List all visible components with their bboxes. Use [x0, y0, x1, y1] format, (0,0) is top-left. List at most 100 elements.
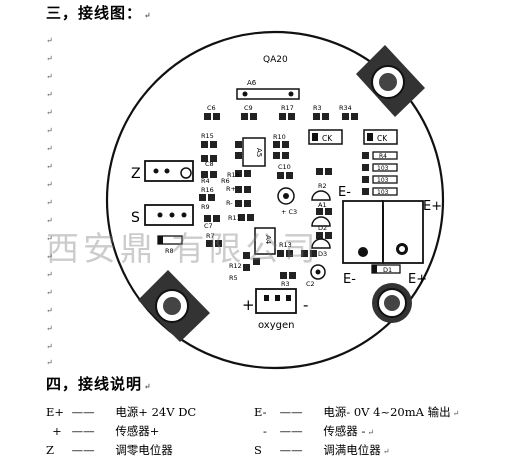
return-mark: ↵	[46, 342, 53, 351]
section-4-title-text: 四，接线说明	[46, 375, 143, 393]
wiring-row: + —— 传感器+	[46, 423, 159, 439]
return-mark: ↵	[144, 10, 152, 20]
return-mark: ↵	[46, 270, 53, 279]
wiring-row: S —— 调满电位器↵	[254, 442, 390, 458]
model-label: QA20	[263, 55, 288, 65]
label-r12: R12	[229, 262, 242, 270]
return-mark: ↵	[46, 216, 53, 225]
label-r10: R10	[273, 133, 286, 141]
mount-hole-top-right	[356, 45, 425, 117]
s-terminal	[144, 204, 194, 226]
label-e-minus-bottom: E-	[343, 272, 356, 287]
wiring-dash: ——	[279, 443, 303, 457]
label-e-minus-top: E-	[338, 185, 351, 200]
return-mark: ↵	[46, 162, 53, 171]
return-mark: ↵	[46, 358, 53, 367]
label-r18: R18	[227, 171, 240, 179]
wiring-desc: 传感器 -	[323, 424, 366, 438]
label-r34: R34	[339, 104, 352, 112]
return-mark: ↵	[144, 381, 152, 391]
label-s: S	[131, 210, 140, 226]
label-oxygen: oxygen	[258, 320, 294, 331]
wiring-dash: ——	[279, 405, 303, 419]
label-r11: R11	[228, 214, 241, 222]
label-minus: -	[303, 296, 308, 314]
label-r8: R8	[165, 247, 174, 255]
return-mark: ↵	[46, 324, 53, 333]
label-c3: + C3	[281, 208, 297, 216]
wiring-key: E-	[254, 405, 267, 419]
return-mark: ↵	[452, 409, 460, 418]
label-103b: 103	[377, 177, 389, 184]
board-outline	[105, 30, 445, 370]
wiring-key: Z	[46, 443, 54, 457]
label-r4-top: R4	[379, 153, 387, 160]
return-mark: ↵	[46, 180, 53, 189]
wiring-key: E+	[46, 405, 65, 419]
wiring-desc: 调零电位器	[115, 443, 173, 457]
label-a5: A5	[255, 148, 263, 157]
return-mark: ↵	[46, 288, 53, 297]
label-plus: +	[242, 296, 255, 314]
label-z: Z	[131, 166, 141, 182]
label-ck1: CK	[322, 134, 333, 143]
return-mark: ↵	[46, 234, 53, 243]
label-r7: R7	[206, 232, 215, 240]
label-e-plus-bottom: E+	[408, 272, 427, 287]
label-a6: A6	[247, 79, 257, 87]
label-rplus: R+	[226, 185, 236, 193]
label-r13: R13	[279, 241, 292, 249]
label-103a: 103	[377, 165, 389, 172]
label-a4: A4	[264, 235, 272, 245]
label-c9: C9	[244, 104, 253, 112]
label-c7: C7	[204, 222, 213, 230]
wiring-dash: ——	[71, 405, 95, 419]
return-mark: ↵	[46, 126, 53, 135]
wiring-desc: 调满电位器	[323, 443, 381, 457]
label-r4: R4	[201, 177, 210, 185]
wiring-desc: 电源+ 24V DC	[115, 405, 197, 419]
return-mark: ↵	[46, 90, 53, 99]
label-c6: C6	[207, 104, 216, 112]
label-r3b: R3	[281, 280, 290, 288]
return-mark: ↵	[382, 447, 390, 456]
wiring-key: S	[254, 443, 262, 457]
wiring-dash: ——	[71, 443, 95, 457]
wiring-row: Z —— 调零电位器	[46, 442, 173, 458]
return-mark: ↵	[46, 306, 53, 315]
label-r2: R2	[318, 182, 327, 190]
wiring-diagram: QA20 A6 C6 C9 R17 R3 R34 R15	[105, 30, 445, 370]
watermark: 西安鼎 有限公司	[46, 229, 320, 268]
return-mark: ↵	[46, 108, 53, 117]
section-4-title: 四，接线说明↵	[46, 373, 152, 394]
label-d2: D2	[318, 224, 327, 232]
label-r17: R17	[281, 104, 294, 112]
wiring-desc: 传感器+	[115, 424, 160, 438]
return-mark: ↵	[46, 72, 53, 81]
wiring-key: -	[263, 424, 267, 438]
wiring-row: - —— 传感器 -↵	[254, 423, 374, 439]
label-r16: R16	[201, 186, 214, 194]
mount-hole-bottom-right	[372, 283, 412, 323]
mount-hole-bottom-left	[138, 270, 210, 342]
label-rminus: R-	[226, 199, 233, 207]
return-mark: ↵	[46, 198, 53, 207]
wiring-row: E+ —— 电源+ 24V DC	[46, 404, 196, 420]
label-r3: R3	[313, 104, 322, 112]
label-r5: R5	[229, 274, 238, 282]
wiring-dash: ——	[71, 424, 95, 438]
section-3-title: 三，接线图：↵	[46, 2, 152, 23]
label-c10: C10	[278, 163, 291, 171]
return-mark: ↵	[46, 144, 53, 153]
wiring-desc: 电源- 0V 4~20mA 输出	[323, 405, 451, 419]
label-103c: 103	[377, 189, 389, 196]
label-e-plus-top: E+	[423, 199, 442, 214]
label-c8: C8	[205, 160, 214, 168]
return-mark: ↵	[367, 428, 375, 437]
wiring-dash: ——	[279, 424, 303, 438]
label-r6: R6	[221, 177, 230, 185]
label-r15: R15	[201, 132, 214, 140]
wiring-row: E- —— 电源- 0V 4~20mA 输出↵	[254, 404, 459, 420]
label-c2: C2	[306, 280, 315, 288]
wiring-key: +	[52, 424, 62, 438]
